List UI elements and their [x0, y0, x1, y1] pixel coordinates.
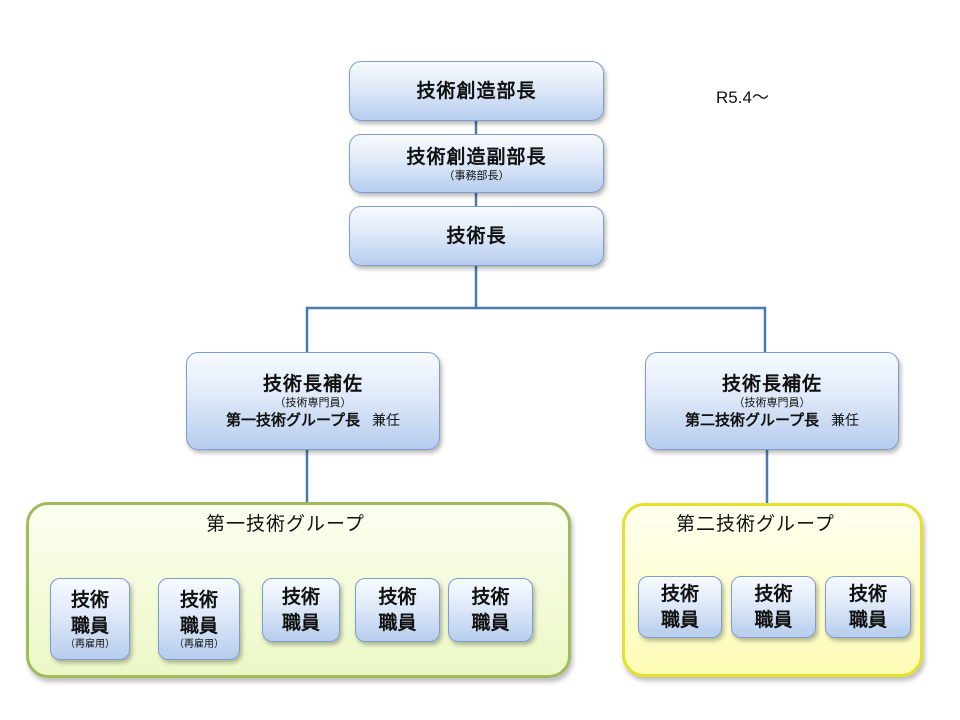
staff-note: （再雇用）: [65, 639, 115, 650]
staff-note: （再雇用）: [174, 639, 224, 650]
staff-line1: 技術: [754, 583, 793, 605]
staff-line2: 職員: [281, 612, 320, 634]
director-box: 技術創造部長: [349, 61, 604, 121]
assistant-role-label: 第一技術グループ長: [225, 410, 361, 429]
staff-line1: 技術: [70, 589, 109, 611]
assistant-box-1: 技術長補佐 （技術専門員） 第一技術グループ長兼任: [186, 352, 440, 450]
staff-box: 技術 職員 （再雇用）: [158, 578, 240, 660]
staff-line1: 技術: [378, 586, 417, 608]
assistant-box-2: 技術長補佐 （技術専門員） 第二技術グループ長兼任: [645, 352, 899, 450]
assistant-note: （技術専門員）: [733, 395, 811, 409]
assistant-title: 技術長補佐: [721, 372, 822, 395]
assistant-role: 第二技術グループ長兼任: [685, 410, 859, 431]
chief-title: 技術長: [446, 225, 507, 247]
staff-line2: 職員: [179, 615, 218, 637]
staff-line1: 技術: [179, 589, 218, 611]
chief-box: 技術長: [349, 206, 604, 266]
assistant-title: 技術長補佐: [262, 372, 363, 395]
assistant-note: （技術専門員）: [274, 395, 352, 409]
staff-line1: 技術: [281, 586, 320, 608]
deputy-title: 技術創造副部長: [406, 145, 547, 168]
staff-line2: 職員: [754, 609, 793, 631]
group-2-title: 第二技術グループ: [676, 513, 835, 535]
staff-line1: 技術: [471, 586, 510, 608]
staff-line1: 技術: [848, 583, 887, 605]
assistant-role-label: 第二技術グループ長: [684, 410, 820, 429]
group-1-title: 第一技術グループ: [206, 513, 365, 535]
staff-line2: 職員: [660, 609, 699, 631]
staff-line1: 技術: [660, 583, 699, 605]
deputy-box: 技術創造副部長 （事務部長）: [349, 134, 604, 193]
staff-box: 技術 職員: [825, 576, 911, 638]
concurrent-label: 兼任: [831, 412, 860, 429]
date-note: R5.4～: [716, 88, 769, 107]
staff-box: 技術 職員: [638, 576, 722, 638]
staff-line2: 職員: [378, 612, 417, 634]
staff-box: 技術 職員 （再雇用）: [50, 578, 130, 660]
director-title: 技術創造部長: [416, 80, 537, 102]
concurrent-label: 兼任: [372, 412, 401, 429]
staff-box: 技術 職員: [355, 578, 440, 642]
staff-box: 技術 職員: [731, 576, 816, 638]
staff-box: 技術 職員: [448, 578, 533, 642]
deputy-note: （事務部長）: [443, 168, 510, 182]
staff-line2: 職員: [471, 612, 510, 634]
staff-line2: 職員: [848, 609, 887, 631]
staff-box: 技術 職員: [262, 578, 340, 642]
assistant-role: 第一技術グループ長兼任: [226, 410, 400, 431]
staff-line2: 職員: [70, 615, 109, 637]
